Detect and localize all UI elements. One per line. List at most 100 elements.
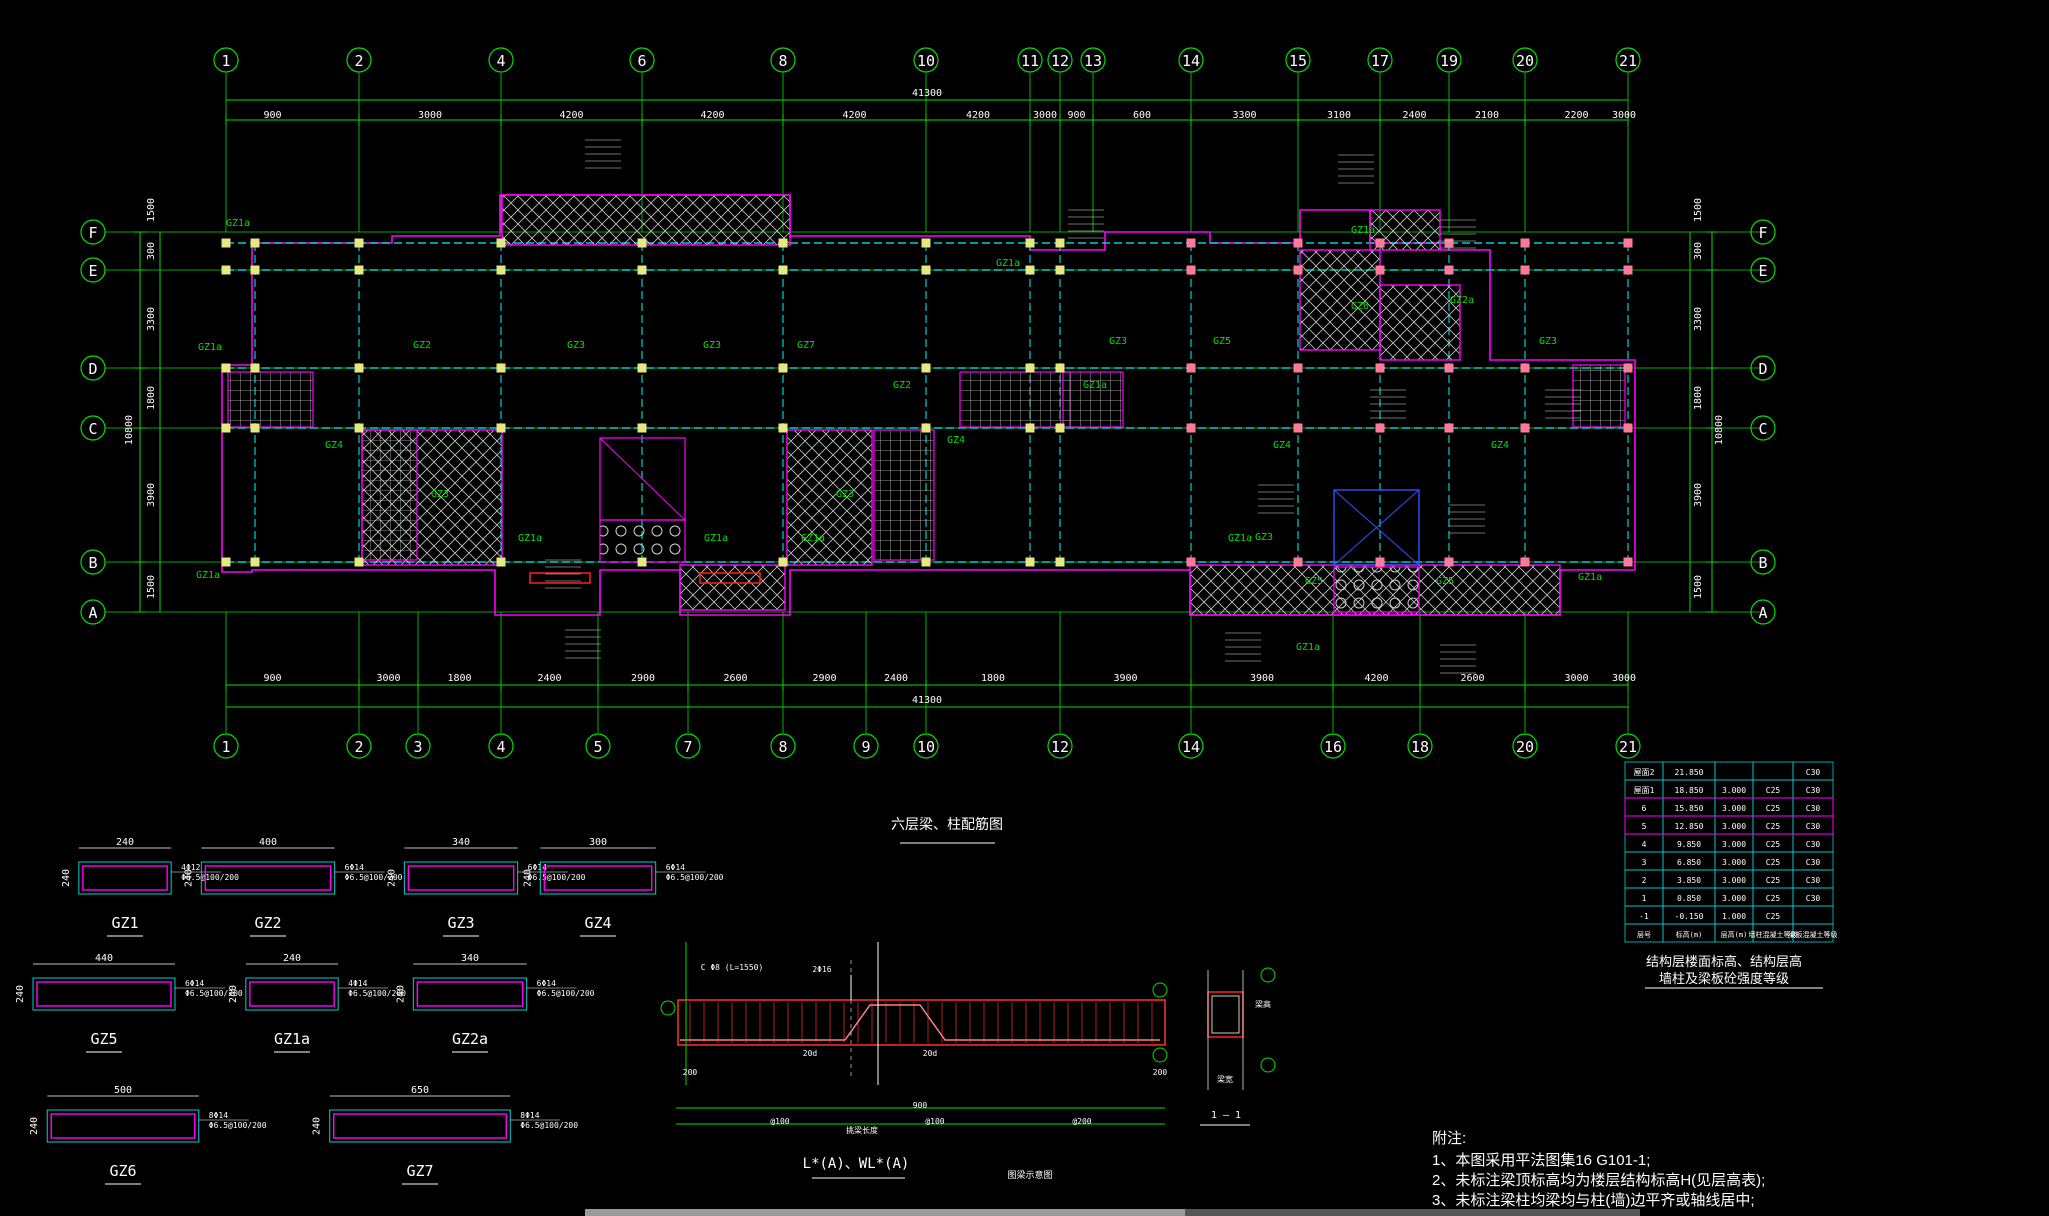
column-marker xyxy=(1520,557,1530,567)
axis-bubble-right-D xyxy=(1750,355,1776,381)
axis-bubble-top-12 xyxy=(1047,47,1073,73)
column-marker xyxy=(354,265,364,275)
column-marker xyxy=(1623,423,1633,433)
axis-bubble-bottom-1 xyxy=(213,733,239,759)
table-cell-text: -1 xyxy=(1639,912,1649,921)
column-marker xyxy=(1186,238,1196,248)
dim-text-left: 1800 xyxy=(146,386,157,410)
column-marker xyxy=(778,557,788,567)
dim-text-right-total: 10800 xyxy=(1714,415,1725,445)
grid-slab-zone xyxy=(873,429,935,561)
column-GZ3-depth: 240 xyxy=(386,869,397,887)
column-marker xyxy=(1375,238,1385,248)
axis-label-right-B: B xyxy=(1758,554,1767,572)
table-cell-text: 1.000 xyxy=(1722,912,1746,921)
table-cell-text: C25 xyxy=(1766,894,1781,903)
plan-tag-label: GZ5 xyxy=(1213,336,1231,347)
column-GZ3-outline xyxy=(403,861,519,895)
table-cell-text: 3.000 xyxy=(1722,786,1746,795)
column-marker xyxy=(921,265,931,275)
dim-text-bottom: 2900 xyxy=(631,673,655,684)
column-marker xyxy=(778,265,788,275)
column-marker xyxy=(921,363,931,373)
dim-text-top: 2200 xyxy=(1564,110,1588,121)
table-cell-text: 3.000 xyxy=(1722,894,1746,903)
table-cell-text: C25 xyxy=(1766,876,1781,885)
scrollbar-thumb[interactable] xyxy=(585,1209,1185,1216)
table-cell-text: C30 xyxy=(1806,822,1821,831)
column-marker xyxy=(1623,265,1633,275)
axis-bubble-top-4 xyxy=(488,47,514,73)
column-marker xyxy=(1293,363,1303,373)
column-GZ5-label: GZ5 xyxy=(90,1030,117,1048)
axis-bubble-bottom-5 xyxy=(585,733,611,759)
axis-label-top-6: 6 xyxy=(637,52,646,70)
beam-detail-caption-2: 图梁示意图 xyxy=(1007,1169,1052,1181)
column-GZ1a-outline xyxy=(245,977,339,1011)
dim-text-bottom: 900 xyxy=(263,673,281,684)
column-GZ6-rebar xyxy=(50,1113,196,1139)
dim-text-bottom: 2600 xyxy=(723,673,747,684)
column-GZ3-tie: Φ6.5@100/200 xyxy=(528,873,586,882)
plan-tag-label: GZ3 xyxy=(431,489,449,500)
stair-diagonal xyxy=(1333,489,1420,566)
column-GZ6-tie: Φ6.5@100/200 xyxy=(209,1121,267,1130)
axis-label-top-17: 17 xyxy=(1371,52,1389,70)
axis-bubble-top-17 xyxy=(1367,47,1393,73)
column-marker xyxy=(1375,423,1385,433)
dim-text-left: 3900 xyxy=(146,483,157,507)
axis-label-left-E: E xyxy=(88,262,97,280)
table-cell-text: -0.150 xyxy=(1675,912,1704,921)
plan-tag-label: GZ2a xyxy=(1450,295,1474,306)
column-GZ7-depth: 240 xyxy=(312,1117,323,1135)
column-GZ6-width: 500 xyxy=(114,1085,132,1096)
axis-label-left-C: C xyxy=(88,420,97,438)
dim-text-top: 3100 xyxy=(1327,110,1351,121)
table-caption-2: 墙柱及梁板砼强度等级 xyxy=(1659,971,1789,987)
column-marker xyxy=(1025,557,1035,567)
column-GZ1a-main-bar: 4Φ14 xyxy=(348,979,367,988)
table-cell-text: C30 xyxy=(1806,804,1821,813)
axis-label-bottom-8: 8 xyxy=(778,738,787,756)
column-marker xyxy=(637,557,647,567)
axis-label-top-21: 21 xyxy=(1619,52,1637,70)
red-marker xyxy=(699,572,761,584)
dim-text-bottom: 2400 xyxy=(537,673,561,684)
column-marker xyxy=(1375,557,1385,567)
dim-text-right: 1800 xyxy=(1693,386,1704,410)
table-cell-text: 9.850 xyxy=(1677,840,1701,849)
column-marker xyxy=(221,265,231,275)
beam-bent-bar xyxy=(680,1004,1160,1041)
axis-bubble-bottom-21 xyxy=(1615,733,1641,759)
table-caption-1: 结构层楼面标高、结构层高 xyxy=(1646,954,1802,970)
axis-label-bottom-12: 12 xyxy=(1051,738,1069,756)
column-GZ3-width: 340 xyxy=(452,837,470,848)
table-cell-text: C30 xyxy=(1806,768,1821,777)
table-cell xyxy=(1792,923,1834,943)
column-marker xyxy=(250,423,260,433)
table-cell-text: C25 xyxy=(1766,822,1781,831)
axis-bubble-top-21 xyxy=(1615,47,1641,73)
column-GZ2a-rebar xyxy=(416,981,524,1007)
axis-bubble-bottom-20 xyxy=(1512,733,1538,759)
horizontal-scrollbar[interactable] xyxy=(585,1209,1640,1216)
plan-tag-label: GZ4 xyxy=(947,435,965,446)
column-marker xyxy=(778,238,788,248)
column-marker xyxy=(1186,557,1196,567)
column-GZ4-main-bar: 6Φ14 xyxy=(666,863,685,872)
column-marker xyxy=(354,423,364,433)
column-GZ2a-main-bar: 6Φ14 xyxy=(537,979,556,988)
table-cell-text: 15.850 xyxy=(1675,804,1704,813)
axis-bubble-bottom-2 xyxy=(346,733,372,759)
axis-bubble-bottom-3 xyxy=(405,733,431,759)
axis-bubble-top-11 xyxy=(1017,47,1043,73)
column-marker xyxy=(1444,265,1454,275)
axis-label-top-19: 19 xyxy=(1440,52,1458,70)
column-GZ7-main-bar: 8Φ14 xyxy=(520,1111,539,1120)
grid-slab-zone xyxy=(959,371,1071,428)
table-cell-text: 3.000 xyxy=(1722,876,1746,885)
column-marker xyxy=(637,363,647,373)
table-cell-text: 5 xyxy=(1642,822,1647,831)
column-GZ2a-tie: Φ6.5@100/200 xyxy=(537,989,595,998)
